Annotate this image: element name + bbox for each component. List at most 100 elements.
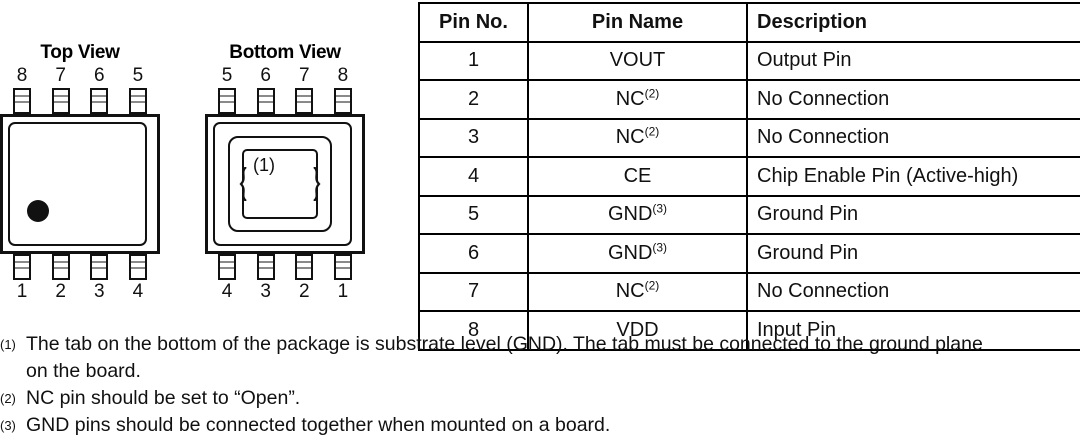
footnote-reference: (2) [644,124,660,139]
top-view-lower-pin-numbers: 1 2 3 4 [0,282,160,301]
bottom-view-upper-leads [205,88,365,114]
cell-pin-no: 5 [418,194,529,235]
bottom-view-package-body-inner: (1) [213,122,352,246]
lead-icon [13,254,31,280]
cell-description: Chip Enable Pin (Active-high) [746,156,1080,197]
pin-number: 2 [299,281,310,302]
pin-number: 6 [94,65,105,86]
cell-description: No Connection [746,271,1080,312]
lead-icon [13,88,31,114]
top-view-package-body-inner [8,122,147,246]
cell-pin-name: GND(3) [527,233,748,274]
pad-notch-right-icon [313,167,321,201]
lead-icon [295,88,314,114]
footnote-text: GND pins should be connected together wh… [26,414,611,436]
cell-pin-no: 8 [418,310,529,351]
lead-icon [256,254,275,280]
bottom-view-package-body: (1) [205,114,365,254]
column-header-pin-name: Pin Name [527,2,748,43]
footnote-marker: (2) [0,391,16,406]
lead-icon [256,88,275,114]
pin-number: 3 [260,281,271,302]
footnote: (3)GND pins should be connected together… [0,412,1080,439]
cell-pin-no: 2 [418,79,529,120]
lead-icon [128,254,147,280]
lead-icon [128,88,147,114]
bottom-view-label: Bottom View [229,42,341,63]
cell-pin-no: 6 [418,233,529,274]
pin-number: 4 [132,281,144,302]
footnote: (1) The tab on the bottom of the package … [0,331,1080,358]
bottom-view-lower-pin-numbers: 4 3 2 1 [205,282,365,301]
lead-icon [90,88,109,114]
pin-number: 1 [16,281,28,302]
cell-description: Input Pin [746,310,1080,351]
footnote-text: NC pin should be set to “Open”. [26,387,301,409]
footnote-continuation: on the board. [26,360,141,382]
thermal-pad-footnote-tag: (1) [253,155,275,175]
top-view-package-body [0,114,160,254]
pin-number: 6 [260,65,271,86]
pin-number: 3 [94,281,105,302]
footnote-reference: (2) [644,86,660,101]
footnotes: (1) The tab on the bottom of the package … [0,331,1080,439]
footnote-reference: (3) [652,201,668,216]
top-view-upper-pin-numbers: 8 7 6 5 [0,66,160,85]
lead-icon [218,88,236,114]
lead-icon [218,254,236,280]
cell-pin-name: NC(2) [527,79,748,120]
cell-description: No Connection [746,79,1080,120]
pad-notch-left-icon [239,167,247,201]
cell-pin-name: VOUT [527,40,748,81]
cell-pin-no: 1 [418,40,529,81]
top-view-upper-leads [0,88,160,114]
thermal-pad-outer-ring: (1) [228,136,332,232]
cell-description: No Connection [746,117,1080,158]
table-header-row: Pin No. Pin Name Description [418,2,1080,43]
cell-description: Output Pin [746,40,1080,81]
pin-number: 7 [55,65,66,86]
footnote-reference: (3) [652,240,668,255]
cell-pin-no: 7 [418,271,529,312]
cell-description: Ground Pin [746,194,1080,235]
lead-icon [295,254,314,280]
top-view-label: Top View [40,42,120,63]
pin-number: 4 [221,281,233,302]
column-header-pin-no: Pin No. [418,2,529,43]
thermal-pad-inner-ring: (1) [239,149,321,219]
pin1-marker-dot-icon [27,200,49,222]
pin-number: 8 [16,65,28,86]
lead-icon [51,254,70,280]
cell-pin-name: CE [527,156,748,197]
lead-icon [333,88,352,114]
pin-number: 5 [132,65,144,86]
cell-pin-name: NC(2) [527,271,748,312]
cell-pin-name: VDD [527,310,748,351]
footnote: (2) NC pin should be set to “Open”. [0,385,1080,412]
column-header-description: Description [746,2,1080,43]
footnote-text: The tab on the bottom of the package is … [26,333,983,355]
pin-number: 5 [221,65,233,86]
pin-number: 7 [299,65,310,86]
cell-pin-no: 3 [418,117,529,158]
lead-icon [51,88,70,114]
package-diagrams: Top View 8 7 6 5 1 2 3 [0,0,410,320]
cell-description: Ground Pin [746,233,1080,274]
bottom-view-upper-pin-numbers: 5 6 7 8 [205,66,365,85]
lead-icon [333,254,352,280]
lead-icon [90,254,109,280]
cell-pin-no: 4 [418,156,529,197]
bottom-view-lower-leads [205,254,365,280]
pin-number: 1 [337,281,349,302]
footnote-marker: (1) [0,337,16,352]
